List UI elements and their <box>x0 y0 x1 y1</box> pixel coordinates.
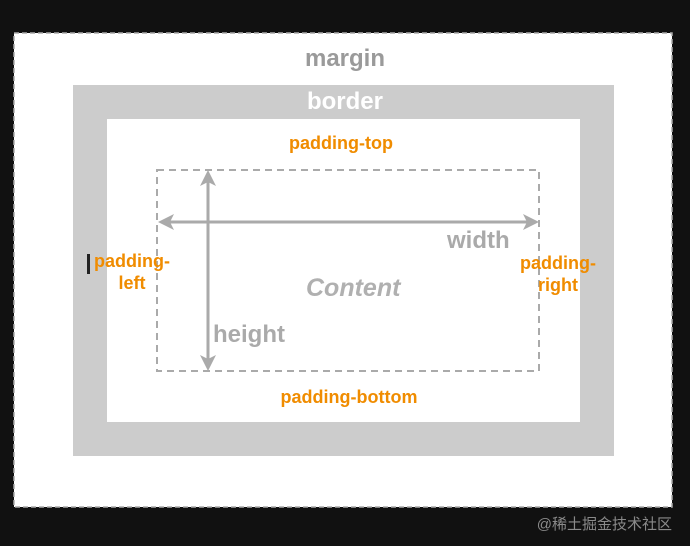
margin-label: margin <box>304 45 385 72</box>
width-label: width <box>447 227 510 254</box>
width-arrow <box>158 214 539 230</box>
content-box <box>156 169 540 372</box>
padding-bottom-label: padding-bottom <box>280 387 418 407</box>
padding-right-label: padding- right <box>520 253 596 295</box>
text-cursor <box>87 254 90 274</box>
border-label: border <box>306 88 383 115</box>
padding-box <box>107 119 580 422</box>
content-label: Content <box>306 274 401 302</box>
height-label: height <box>213 321 285 348</box>
padding-top-label: padding-top <box>289 133 393 153</box>
watermark: @稀土掘金技术社区 <box>536 516 672 533</box>
padding-left-label: padding- left <box>94 251 170 293</box>
height-arrow <box>200 170 216 371</box>
